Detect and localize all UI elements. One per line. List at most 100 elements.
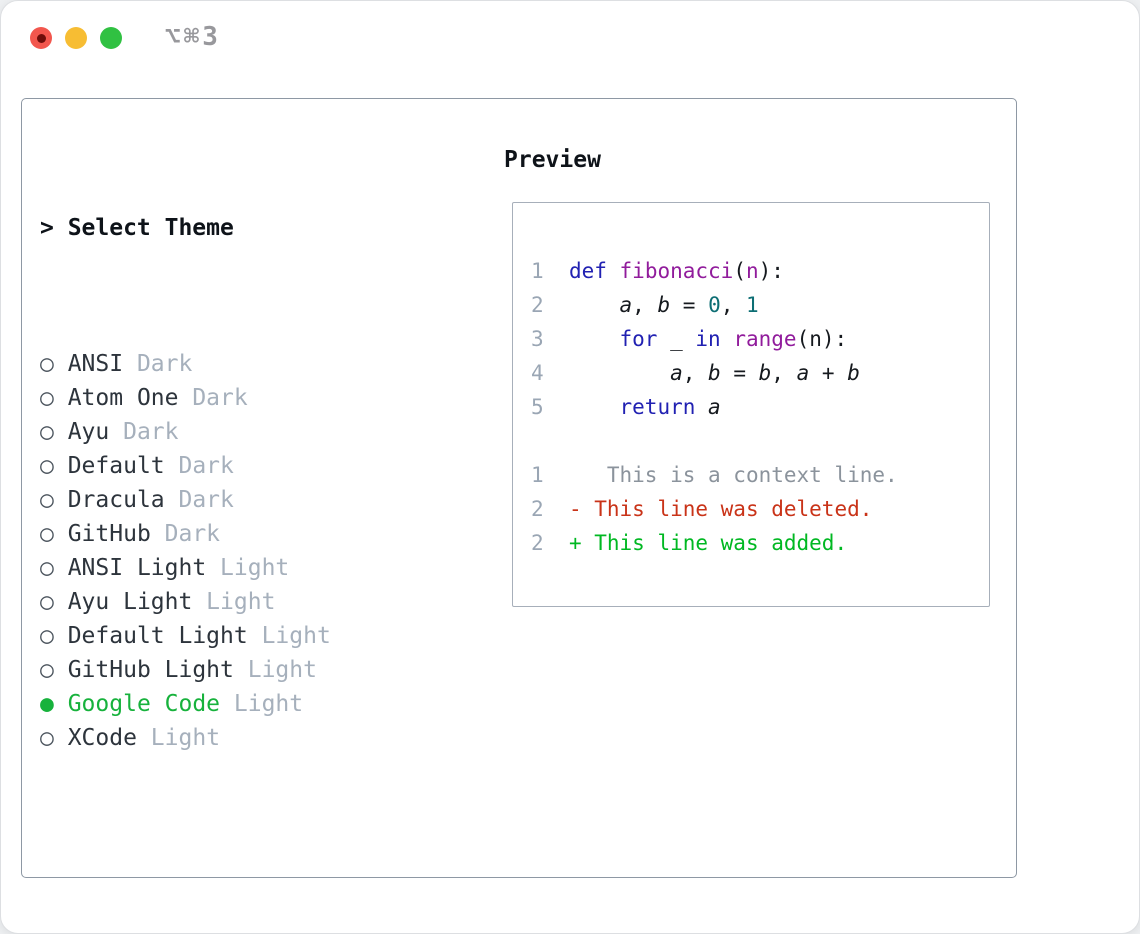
theme-name: Default <box>67 453 165 479</box>
select-theme-label: Select Theme <box>67 215 234 241</box>
code-token: b <box>708 361 721 385</box>
code-token <box>569 327 620 351</box>
code-token: - This line was deleted. <box>568 497 873 521</box>
code-token: b <box>758 361 772 385</box>
spacer-row <box>40 857 428 891</box>
theme-variant: Dark <box>109 419 179 445</box>
radio-icon: ○ <box>40 725 68 751</box>
theme-option-ansi-light[interactable]: ○ ANSI Light Light <box>40 551 428 585</box>
code-token: fibonacci <box>619 259 734 283</box>
radio-icon: ○ <box>40 351 68 377</box>
theme-name: XCode <box>67 725 137 751</box>
code-token <box>569 361 670 385</box>
radio-icon: ○ <box>40 657 68 683</box>
code-token: return <box>619 395 696 419</box>
code-token: a <box>796 361 810 385</box>
code-token: ( <box>733 259 746 283</box>
theme-selector: >Select Theme ○ ANSI Dark○ Atom One Dark… <box>40 143 428 933</box>
theme-option-default[interactable]: ○ Default Dark <box>40 449 428 483</box>
code-token: b <box>847 361 860 385</box>
minimize-button-icon[interactable] <box>65 27 87 49</box>
line-number: 2 <box>531 497 569 521</box>
code-blank-line <box>531 424 898 458</box>
code-token: range <box>733 327 797 351</box>
theme-name: ANSI <box>67 351 124 377</box>
code-token: 1 <box>746 293 759 317</box>
theme-variant: Light <box>192 589 276 615</box>
theme-name: Dracula <box>67 487 165 513</box>
close-button-icon[interactable] <box>30 27 52 49</box>
theme-variant: Dark <box>150 521 221 547</box>
theme-option-github-light[interactable]: ○ GitHub Light Light <box>40 653 428 687</box>
code-token: ): <box>758 259 784 283</box>
theme-option-default-light[interactable]: ○ Default Light Light <box>40 619 428 653</box>
code-token: 0 <box>708 293 721 317</box>
code-token: a <box>619 293 633 317</box>
theme-name: Ayu Light <box>67 589 193 615</box>
theme-option-ayu-light[interactable]: ○ Ayu Light Light <box>40 585 428 619</box>
code-token: , <box>771 361 797 385</box>
code-token: def <box>568 259 607 283</box>
code-token: This is a context line. <box>568 463 898 487</box>
theme-variant: Light <box>220 691 304 717</box>
theme-option-xcode[interactable]: ○ XCode Light <box>40 721 428 755</box>
code-token: n <box>745 259 759 283</box>
code-token: , <box>632 293 658 317</box>
theme-variant: Light <box>136 725 221 751</box>
line-number: 5 <box>531 395 569 419</box>
theme-name: Ayu <box>67 419 110 445</box>
theme-option-atom-one[interactable]: ○ Atom One Dark <box>40 381 428 415</box>
code-token: , <box>682 361 709 385</box>
radio-icon: ○ <box>40 521 68 547</box>
radio-icon: ○ <box>40 623 68 649</box>
theme-variant: Dark <box>123 351 193 377</box>
line-number: 1 <box>531 259 569 283</box>
code-token: _ <box>657 327 696 351</box>
theme-variant: Dark <box>164 487 234 513</box>
code-token: in <box>695 327 721 351</box>
line-number: 1 <box>531 463 569 487</box>
window-title: ⌥⌘3 <box>165 22 221 52</box>
theme-name: Google Code <box>67 691 221 717</box>
radio-icon: ○ <box>40 385 68 411</box>
theme-option-ansi[interactable]: ○ ANSI Dark <box>40 347 428 381</box>
code-line: 1 def fibonacci(n): <box>531 254 898 288</box>
line-number: 3 <box>531 327 569 351</box>
code-token: a <box>670 361 683 385</box>
code-token: + <box>809 361 848 385</box>
code-token <box>569 293 620 317</box>
radio-icon: ○ <box>40 589 68 615</box>
code-token <box>721 327 734 351</box>
code-line: 2 + This line was added. <box>531 526 898 560</box>
code-line: 2 a, b = 0, 1 <box>531 288 898 322</box>
code-token <box>569 395 620 419</box>
code-line: 4 a, b = b, a + b <box>531 356 898 390</box>
theme-name: Atom One <box>67 385 179 411</box>
code-token: (n): <box>796 327 848 351</box>
prompt-icon: > <box>40 215 54 241</box>
theme-option-github[interactable]: ○ GitHub Dark <box>40 517 428 551</box>
radio-icon: ○ <box>40 419 68 445</box>
theme-option-ayu[interactable]: ○ Ayu Dark <box>40 415 428 449</box>
code-token: = <box>720 361 759 385</box>
theme-variant: Light <box>233 657 317 683</box>
zoom-button-icon[interactable] <box>100 27 122 49</box>
traffic-lights <box>30 27 122 49</box>
theme-option-dracula[interactable]: ○ Dracula Dark <box>40 483 428 517</box>
radio-icon: ○ <box>40 555 68 581</box>
theme-name: ANSI Light <box>67 555 207 581</box>
preview-header: Preview <box>504 147 601 173</box>
radio-icon: ○ <box>40 487 68 513</box>
theme-option-google-code[interactable]: ● Google Code Light <box>40 687 428 721</box>
code-token: b <box>657 293 671 317</box>
radio-icon: ○ <box>40 453 68 479</box>
line-number: 4 <box>531 361 569 385</box>
theme-name: GitHub Light <box>67 657 234 683</box>
close-dot-icon <box>36 33 46 43</box>
dialog-panel: >Select Theme ○ ANSI Dark○ Atom One Dark… <box>21 98 1017 878</box>
code-token: , <box>720 293 747 317</box>
theme-list: ○ ANSI Dark○ Atom One Dark○ Ayu Dark○ De… <box>40 347 428 755</box>
